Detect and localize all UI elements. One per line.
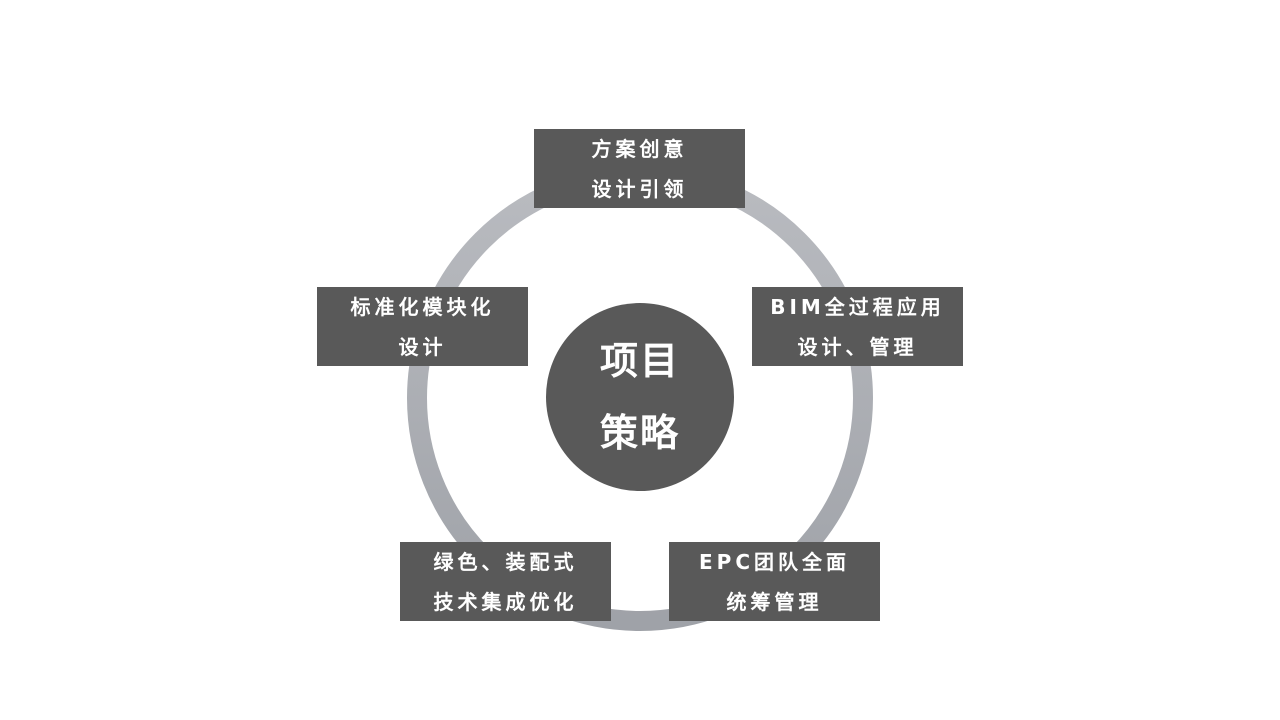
- box-line1: 方案创意: [591, 136, 688, 161]
- strategy-box-green-prefab: 绿色、装配式 技术集成优化: [400, 542, 611, 621]
- strategy-box-bim: BIM全过程应用 设计、管理: [752, 287, 963, 366]
- box-line2: 统筹管理: [726, 589, 823, 614]
- center-circle: 项目 策略: [546, 303, 734, 491]
- center-label-line2: 策略: [599, 411, 680, 455]
- box-line1: 绿色、装配式: [433, 549, 578, 574]
- box-line1: EPC团队全面: [699, 549, 850, 574]
- center-label-line1: 项目: [599, 339, 680, 383]
- strategy-box-standardization: 标准化模块化 设计: [317, 287, 528, 366]
- box-line1: BIM全过程应用: [770, 294, 945, 319]
- box-line1: 标准化模块化: [350, 294, 495, 319]
- box-line2: 设计、管理: [797, 334, 918, 359]
- box-line2: 设计引领: [591, 176, 688, 201]
- box-line2: 设计: [398, 334, 447, 359]
- strategy-box-design-concept: 方案创意 设计引领: [534, 129, 745, 208]
- strategy-box-epc: EPC团队全面 统筹管理: [669, 542, 880, 621]
- box-line2: 技术集成优化: [433, 589, 578, 614]
